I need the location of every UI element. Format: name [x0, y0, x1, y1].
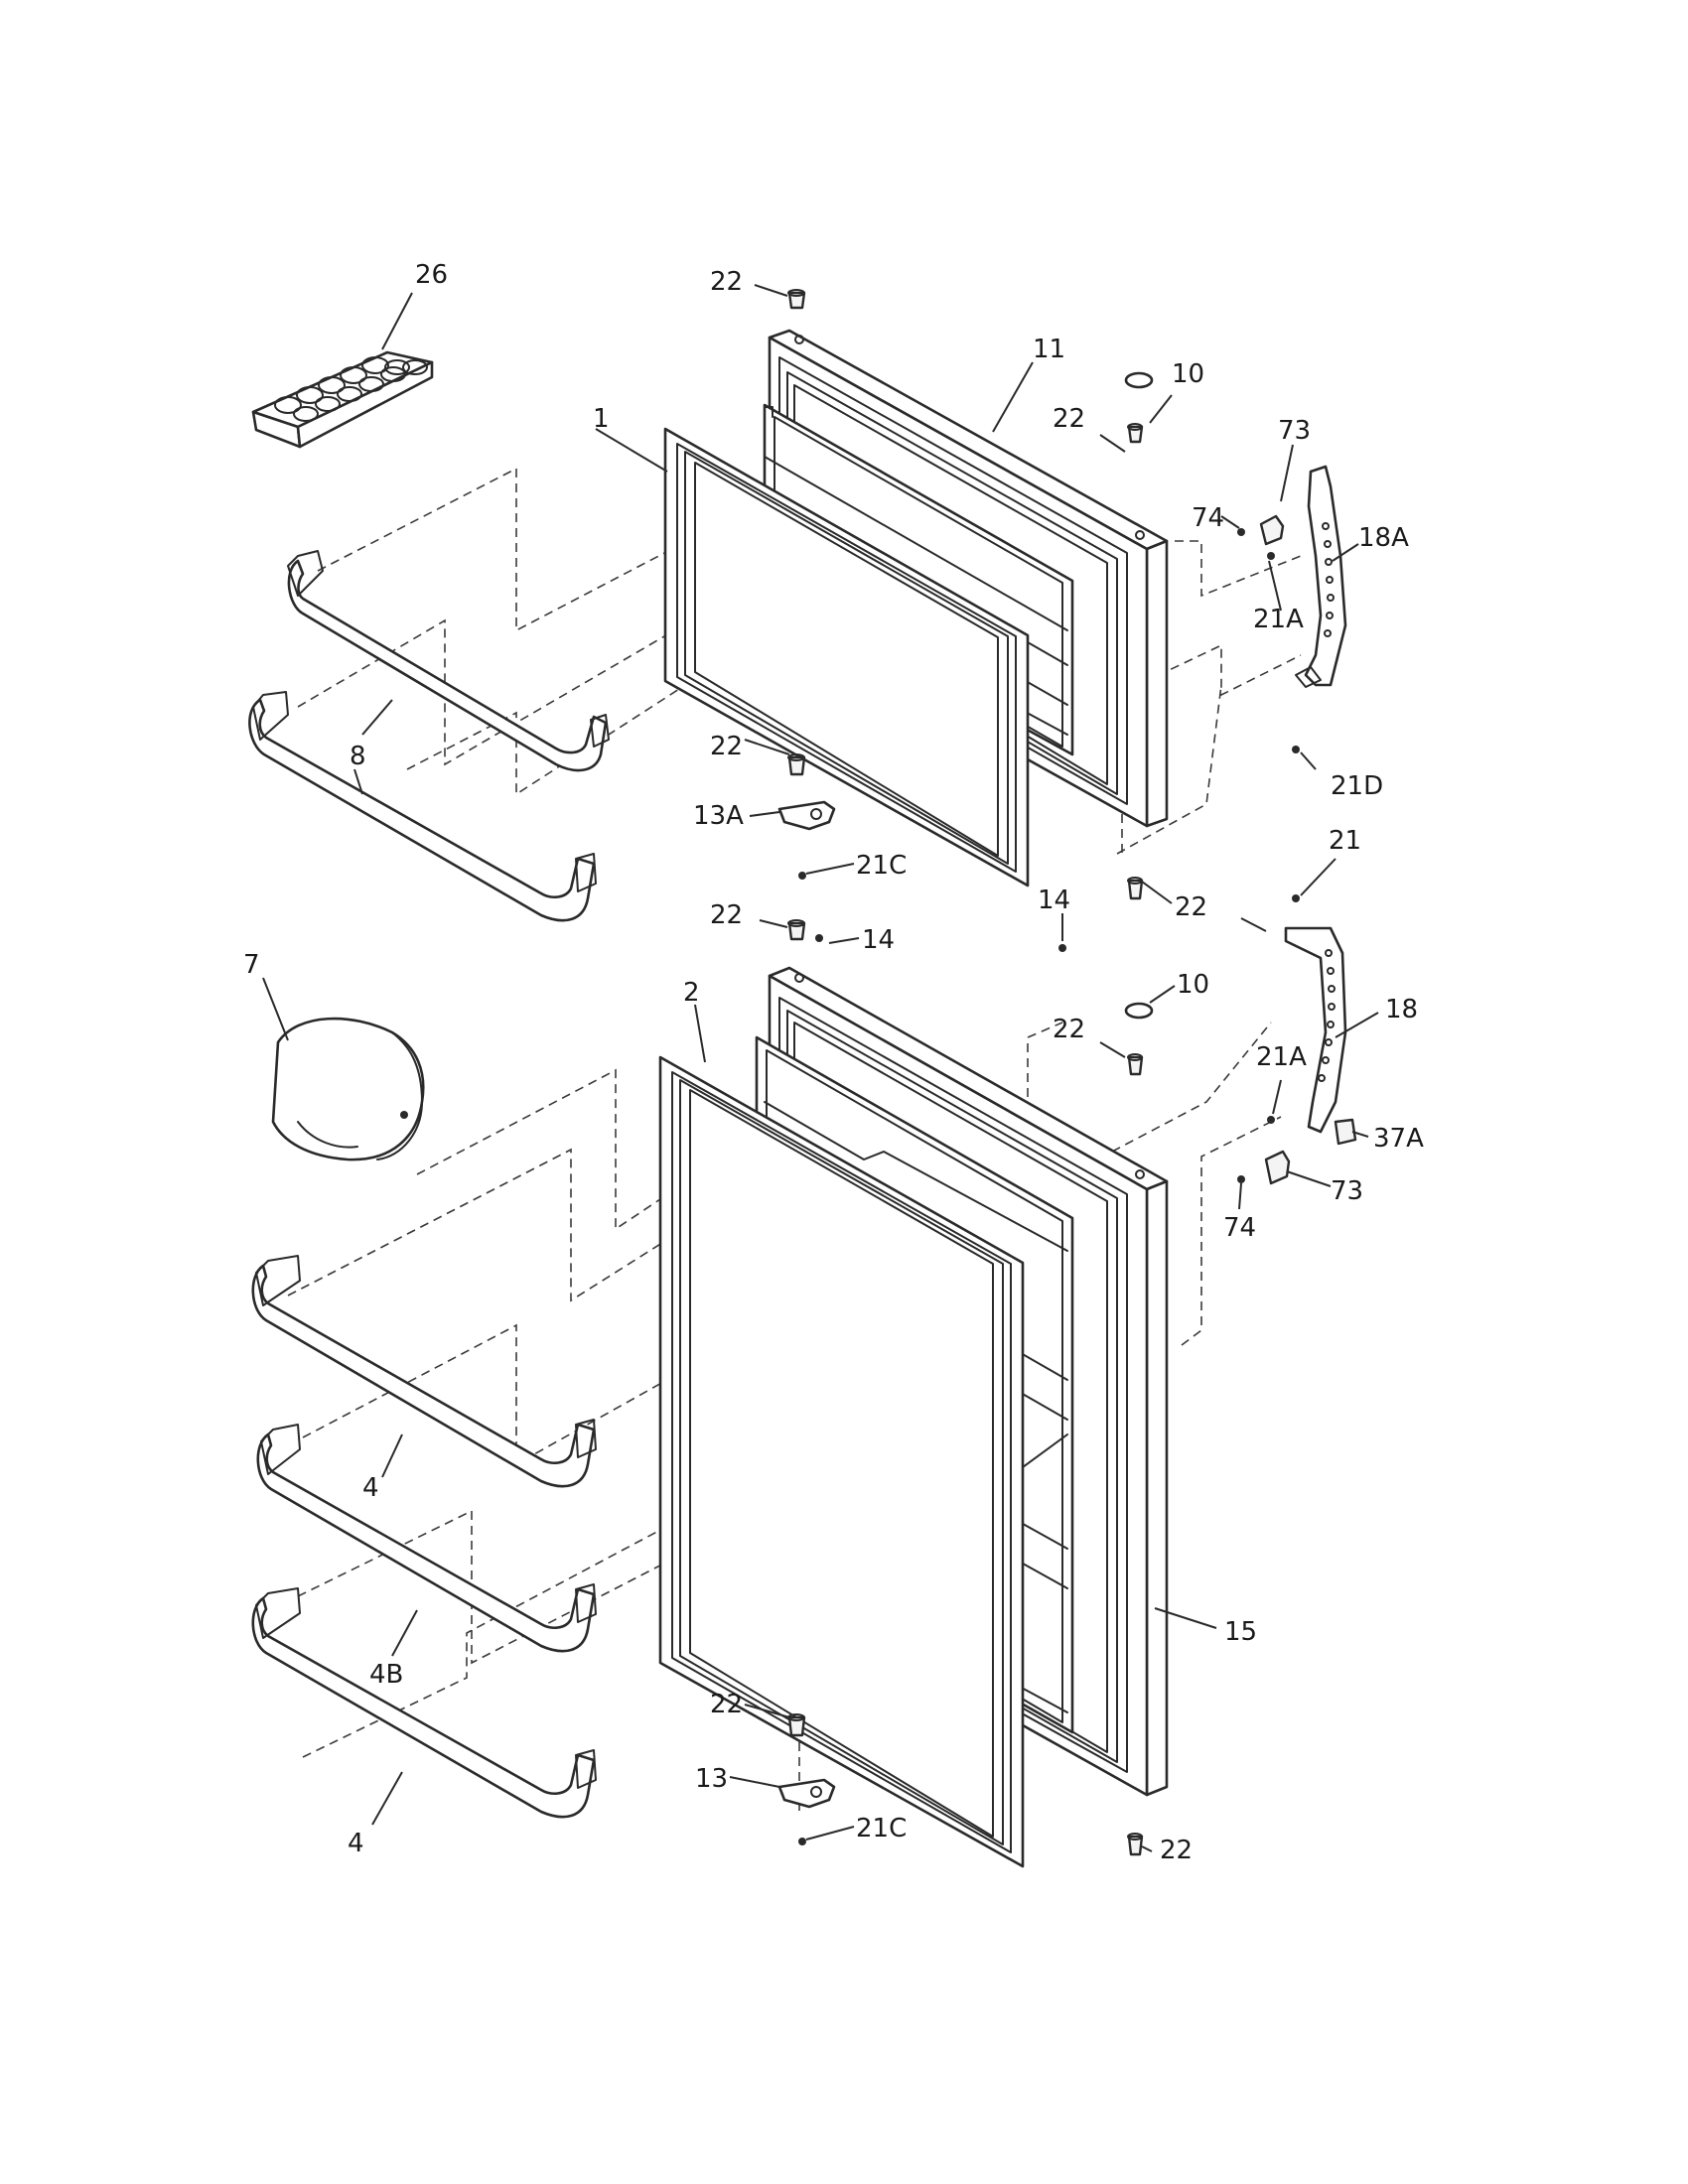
label-4-lower: 4 — [348, 1829, 364, 1858]
label-22-fresh-top: 22 — [710, 900, 743, 930]
freezer-hinge-icon — [1259, 465, 1347, 688]
cap-plug-icon — [1124, 371, 1154, 389]
label-74-freezer: 74 — [1192, 503, 1224, 533]
part-labels: 26 22 11 10 22 1 73 74 18A 21A 8 22 13A … — [243, 260, 1424, 1865]
label-73-freezer: 73 — [1278, 416, 1311, 446]
label-10-freezer: 10 — [1172, 359, 1204, 389]
label-7: 7 — [243, 950, 260, 980]
label-15: 15 — [1224, 1617, 1257, 1647]
label-14-left: 14 — [862, 925, 895, 955]
label-21A-fresh: 21A — [1256, 1042, 1307, 1072]
screw-icon — [1127, 1833, 1144, 1856]
label-14-right: 14 — [1038, 886, 1070, 915]
label-1: 1 — [593, 404, 610, 434]
label-4-upper: 4 — [362, 1473, 379, 1503]
fresh-food-door-gasket-icon — [658, 1055, 1025, 1868]
screw-icon — [1292, 746, 1300, 753]
label-37A: 37A — [1373, 1124, 1424, 1154]
label-22-fresh-mid: 22 — [1053, 1015, 1085, 1044]
cap-plug-icon — [1124, 1002, 1154, 1020]
label-21A-freezer: 21A — [1253, 605, 1304, 634]
label-73-fresh: 73 — [1331, 1176, 1363, 1206]
label-22-freezer-bottom: 22 — [710, 732, 743, 761]
screw-icon — [787, 753, 806, 776]
label-8: 8 — [350, 742, 366, 771]
egg-tray-icon — [251, 350, 434, 449]
label-21: 21 — [1329, 826, 1361, 856]
label-26: 26 — [415, 260, 448, 290]
screw-icon — [787, 1713, 806, 1737]
screw-icon — [798, 1838, 806, 1845]
label-13: 13 — [695, 1764, 728, 1794]
screw-icon — [1237, 1175, 1245, 1183]
label-21C-fresh: 21C — [856, 1814, 907, 1843]
screw-icon — [1127, 877, 1144, 900]
hardware-parts — [777, 289, 1300, 1856]
label-74-fresh: 74 — [1223, 1213, 1256, 1243]
label-22-fresh-bottom: 22 — [710, 1690, 743, 1719]
freezer-door-gasket-icon — [663, 427, 1030, 887]
label-18A: 18A — [1358, 523, 1409, 553]
door-bin-icon — [251, 1255, 597, 1819]
screw-icon — [1127, 1053, 1144, 1076]
label-22-freezer-hinge: 22 — [1175, 892, 1207, 922]
butter-dish-icon — [271, 1017, 425, 1161]
label-4B: 4B — [369, 1660, 403, 1690]
label-13A: 13A — [693, 801, 744, 831]
screw-icon — [1267, 552, 1275, 560]
label-11: 11 — [1033, 335, 1065, 364]
screw-icon — [1237, 528, 1245, 536]
door-bin-icon — [248, 550, 610, 922]
label-21C-freezer: 21C — [856, 851, 907, 881]
screw-icon — [787, 919, 806, 941]
leader-lines — [262, 284, 1379, 1852]
screw-icon — [787, 289, 806, 310]
label-18: 18 — [1385, 995, 1418, 1024]
screw-icon — [798, 872, 806, 880]
screw-icon — [815, 934, 823, 942]
hinge-icon — [777, 800, 836, 831]
label-22-fresh-hinge: 22 — [1160, 1836, 1193, 1865]
screw-icon — [1058, 944, 1066, 952]
screw-icon — [1292, 894, 1300, 902]
screw-icon — [1127, 423, 1144, 444]
hinge-icon — [777, 1778, 836, 1809]
label-2: 2 — [683, 978, 700, 1008]
label-21D: 21D — [1331, 771, 1383, 801]
screw-icon — [1267, 1116, 1275, 1124]
label-10-fresh: 10 — [1177, 970, 1209, 1000]
fresh-food-hinge-icon — [1264, 926, 1357, 1185]
label-22-freezer-top: 22 — [710, 267, 743, 297]
label-22-freezer-mid: 22 — [1053, 404, 1085, 434]
